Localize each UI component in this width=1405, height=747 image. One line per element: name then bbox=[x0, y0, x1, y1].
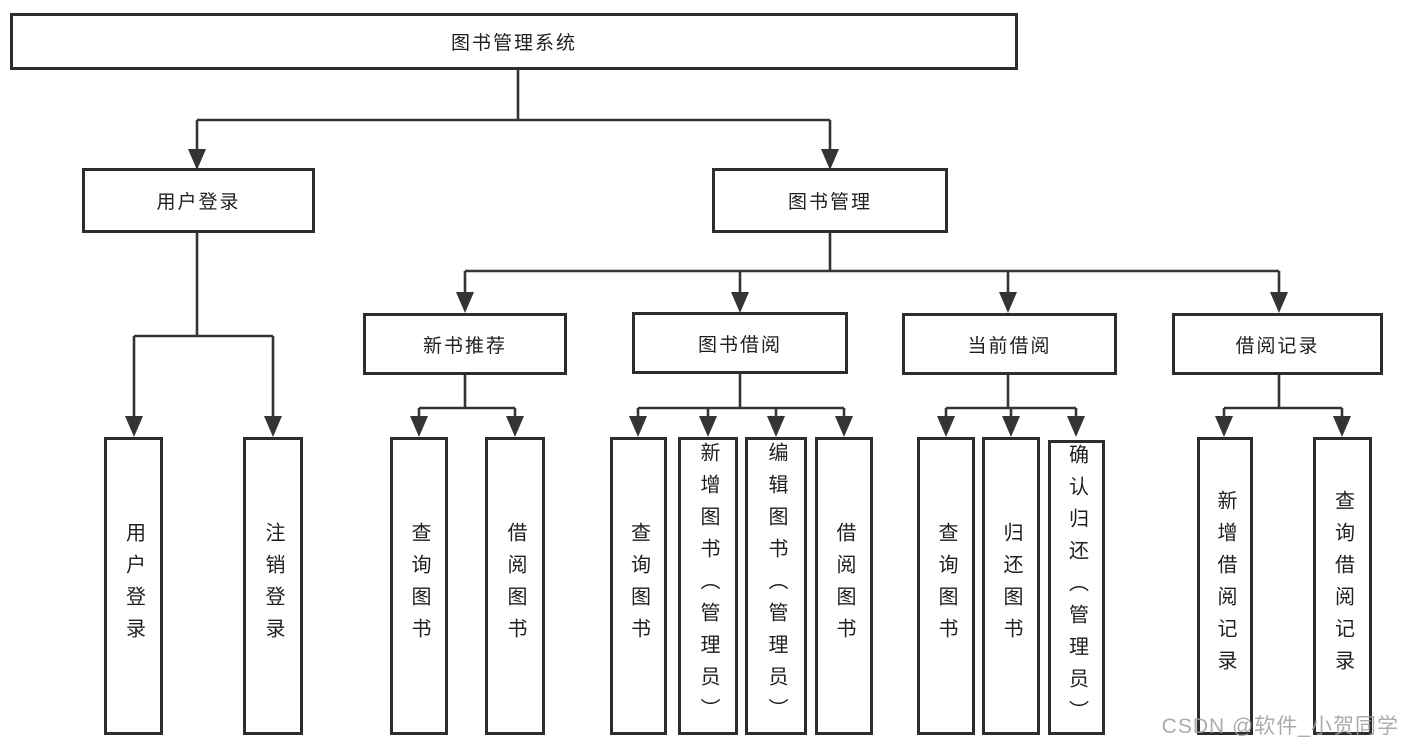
node-label: 用户登录 bbox=[122, 522, 145, 650]
leaf-borrow-books-1: 借阅图书 bbox=[485, 437, 545, 735]
csdn-watermark: CSDN @软件_小贺同学 bbox=[1161, 715, 1399, 738]
node-user-login: 用户登录 bbox=[82, 168, 315, 233]
node-current-borrow: 当前借阅 bbox=[902, 313, 1117, 375]
node-label: 借阅图书 bbox=[504, 522, 526, 650]
node-borrow-records: 借阅记录 bbox=[1172, 313, 1383, 375]
node-label: 查询图书 bbox=[627, 522, 650, 650]
node-book-management: 图书管理 bbox=[712, 168, 948, 233]
node-book-borrow: 图书借阅 bbox=[632, 312, 848, 374]
node-new-book-recommend: 新书推荐 bbox=[363, 313, 567, 375]
leaf-query-borrow-record: 查询借阅记录 bbox=[1313, 437, 1372, 735]
node-label: 用户登录 bbox=[156, 192, 241, 213]
node-label: 新书推荐 bbox=[422, 335, 507, 357]
leaf-query-books-2: 查询图书 bbox=[610, 437, 667, 735]
leaf-logout: 注销登录 bbox=[243, 437, 303, 735]
leaf-return-books: 归还图书 bbox=[982, 437, 1040, 735]
node-label: 借阅记录 bbox=[1235, 335, 1320, 357]
node-label: 归还图书 bbox=[1000, 522, 1022, 650]
leaf-add-book-admin: 新增图书（管理员） bbox=[678, 437, 738, 735]
node-label: 新增借阅记录 bbox=[1214, 490, 1236, 682]
leaf-edit-book-admin: 编辑图书（管理员） bbox=[745, 437, 807, 735]
leaf-user-login: 用户登录 bbox=[104, 437, 163, 735]
node-label: 编辑图书（管理员） bbox=[765, 442, 787, 730]
node-label: 借阅图书 bbox=[833, 522, 855, 650]
leaf-query-books-1: 查询图书 bbox=[390, 437, 448, 735]
node-label: 图书借阅 bbox=[697, 334, 782, 356]
node-label: 注销登录 bbox=[262, 522, 284, 650]
node-label: 查询借阅记录 bbox=[1331, 490, 1354, 682]
node-label: 图书管理系统 bbox=[450, 33, 577, 54]
node-label: 查询图书 bbox=[408, 522, 430, 650]
leaf-query-books-3: 查询图书 bbox=[917, 437, 975, 735]
node-label: 查询图书 bbox=[935, 522, 957, 650]
leaf-add-borrow-record: 新增借阅记录 bbox=[1197, 437, 1253, 735]
leaf-confirm-return-admin: 确认归还（管理员） bbox=[1048, 440, 1105, 735]
node-label: 确认归还（管理员） bbox=[1065, 443, 1088, 732]
node-library-management-system: 图书管理系统 bbox=[10, 13, 1018, 70]
node-label: 图书管理 bbox=[787, 192, 872, 213]
leaf-borrow-books-2: 借阅图书 bbox=[815, 437, 873, 735]
node-label: 当前借阅 bbox=[967, 335, 1052, 357]
node-label: 新增图书（管理员） bbox=[697, 442, 719, 730]
